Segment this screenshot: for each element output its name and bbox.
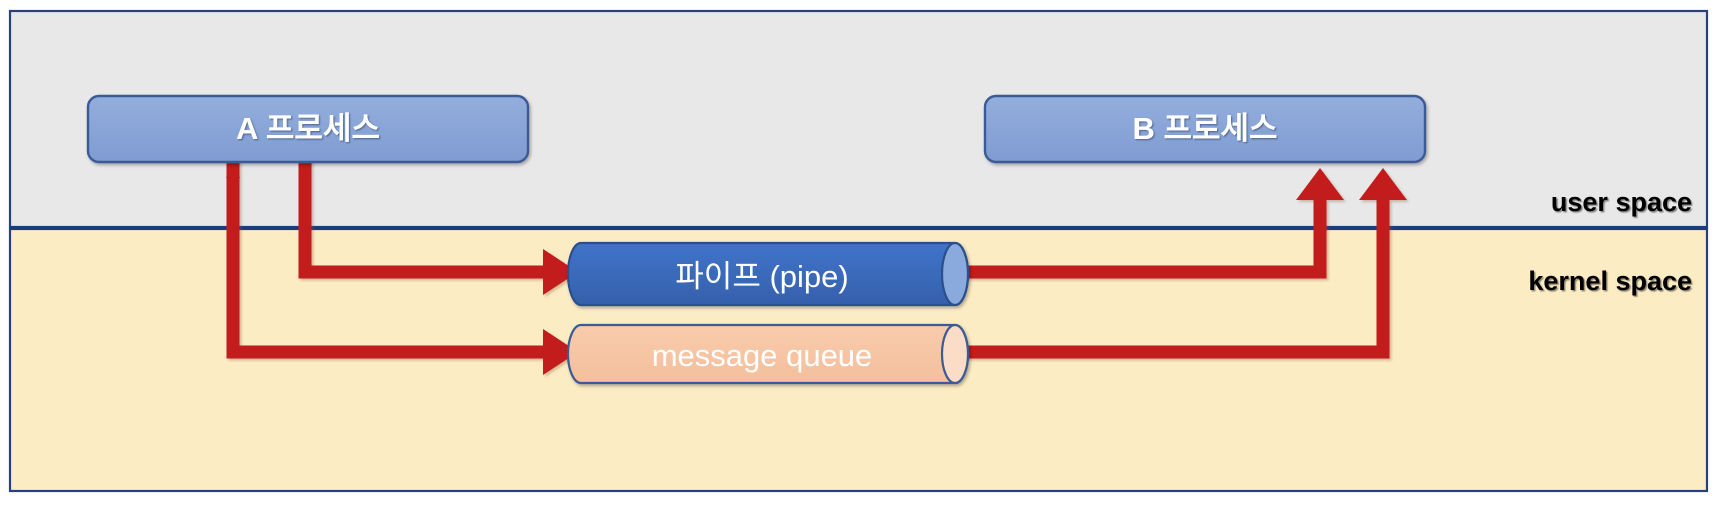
edge-queue-to-b — [960, 168, 1407, 359]
process-b-label: B 프로세스 — [1132, 111, 1277, 146]
node-pipe[interactable]: 파이프 (pipe) — [566, 241, 970, 307]
node-process-b[interactable]: B 프로세스 — [983, 94, 1427, 164]
node-message-queue[interactable]: message queue — [566, 323, 970, 385]
node-process-a[interactable]: A 프로세스 — [86, 94, 530, 164]
edge-group — [226, 150, 1407, 375]
message-queue-label: message queue — [652, 338, 873, 373]
kernel-space-label: kernel space — [1528, 266, 1692, 296]
edge-a-to-queue — [226, 150, 578, 375]
edge-pipe-to-b — [960, 168, 1344, 279]
edge-a-to-pipe — [298, 150, 578, 295]
process-a-label: A 프로세스 — [236, 111, 380, 146]
pipe-label: 파이프 (pipe) — [675, 259, 848, 294]
user-space-label: user space — [1551, 187, 1692, 217]
edge-queue-to-a-head — [226, 158, 240, 178]
